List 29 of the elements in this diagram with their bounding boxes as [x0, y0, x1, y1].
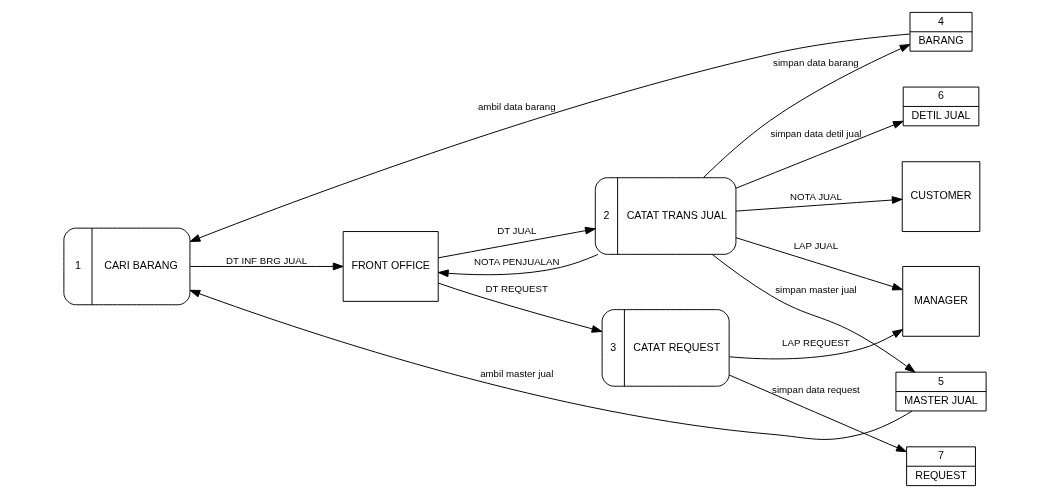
- arrow: [189, 289, 913, 440]
- edge-label: simpan data detil jual: [769, 127, 861, 139]
- arrow: [437, 253, 598, 278]
- arrow: [734, 196, 902, 212]
- node-box: CUSTOMER: [901, 161, 980, 233]
- edge-label: LAP JUAL: [793, 240, 838, 251]
- arrow: [702, 44, 910, 178]
- edge-label: DT REQUEST: [485, 282, 548, 294]
- edge-label: DT INF BRG JUAL: [225, 254, 307, 266]
- node-box: MANAGER: [901, 265, 980, 337]
- edge-label: ambil data barang: [477, 101, 556, 113]
- arrow: [734, 120, 904, 189]
- arrow: [437, 282, 602, 333]
- edge-label: LAP REQUEST: [781, 336, 850, 348]
- arrow: [711, 253, 915, 373]
- arrow: [728, 329, 903, 360]
- node-box: FRONT OFFICE: [342, 231, 439, 302]
- arrow: [728, 374, 907, 453]
- edge-label: simpan master jual: [774, 283, 857, 295]
- arrow: [437, 226, 596, 259]
- edge-label: DT JUAL: [496, 225, 536, 237]
- arrow: [734, 237, 903, 291]
- arrow: [189, 262, 343, 271]
- edge-label: NOTA JUAL: [789, 190, 842, 202]
- edge-label: ambil master jual: [479, 368, 553, 380]
- edge-label: simpan data request: [771, 384, 860, 396]
- edge-label: simpan data barang: [772, 56, 859, 68]
- arrow: [189, 33, 910, 242]
- edge-label: NOTA PENJUALAN: [473, 255, 559, 267]
